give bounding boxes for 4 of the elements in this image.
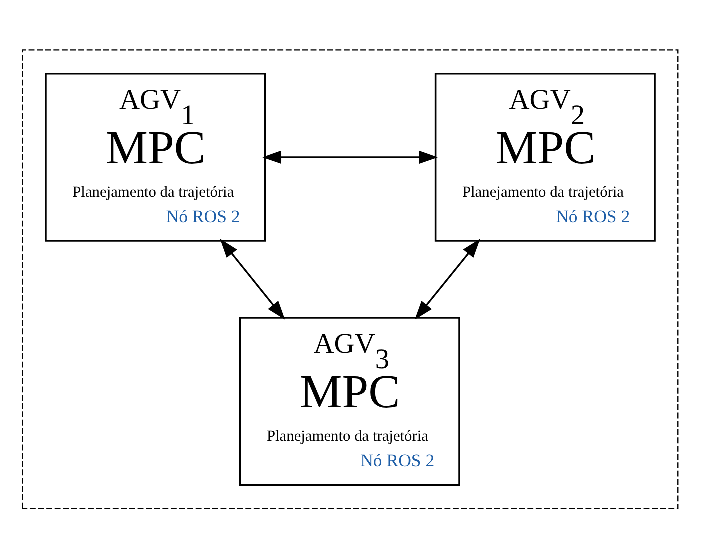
arrow [415,238,480,320]
arrow [220,238,286,320]
cluster [22,49,679,509]
arrow [262,150,438,164]
